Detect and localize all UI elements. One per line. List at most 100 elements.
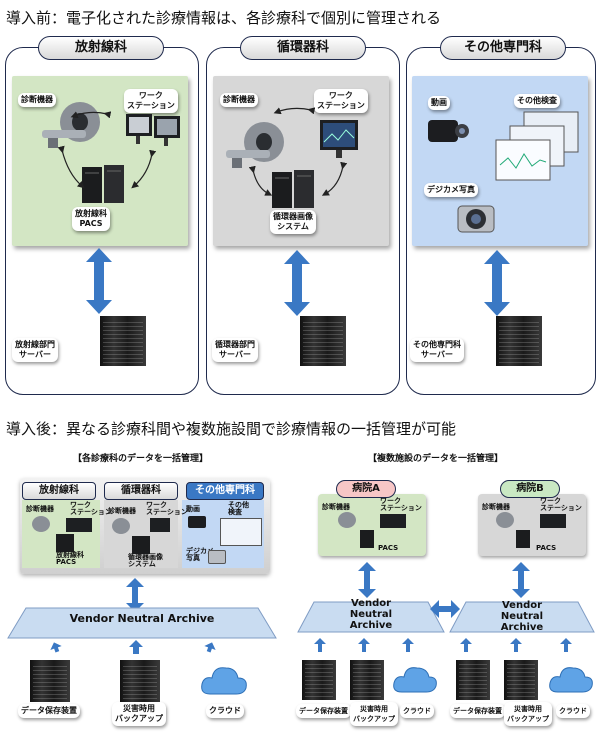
other-sync-arrow (484, 250, 510, 316)
digital-photo-label: デジカメ写真 (424, 183, 478, 197)
cloud-label: クラウド (400, 704, 434, 718)
workstation-icon (126, 114, 180, 146)
mini-monitors-icon (220, 518, 262, 546)
other-server-label: その他専門科 サーバー (410, 338, 464, 362)
before-heading: 導入前：電子化された診療情報は、各診療科で個別に管理される (6, 9, 442, 27)
mini-cardiology-box (104, 500, 178, 568)
hospital-b-title: 病院B (500, 480, 560, 498)
pacs-label: 放射線科 PACS (72, 207, 110, 231)
vna-word: Neutral (500, 611, 544, 622)
right-caption: 【複数施設のデータを一括管理】 (368, 454, 504, 464)
video-camera-icon (428, 120, 469, 142)
workstation-icon (320, 120, 358, 158)
mini-other-exam-label: その他 検査 (228, 501, 249, 516)
radiology-server-label: 放射線部門 サーバー (12, 338, 58, 362)
video-label: 動画 (428, 96, 450, 110)
cardiology-server-rack (300, 316, 346, 366)
backup-label: 災害時用 バックアップ (112, 702, 166, 726)
backup-label: 災害時用 バックアップ (504, 702, 552, 726)
radiology-sync-arrow (86, 248, 112, 314)
mini-workstation-icon (150, 518, 170, 532)
tab-other-specialties: その他専門科 (186, 482, 264, 500)
hospital-a-diag-label: 診断機器 (322, 503, 350, 511)
workstation-label: ワーク ステーション (124, 89, 178, 113)
hospital-a-title: 病院A (336, 480, 396, 498)
cardiology-title: 循環器科 (240, 36, 366, 60)
cloud-label: クラウド (556, 704, 590, 718)
hospital-b-scanner-icon (496, 512, 514, 528)
vna-word: Vendor (501, 600, 543, 611)
backup-rack (350, 660, 384, 700)
vna-word: Archive (500, 622, 544, 633)
mini-server-icon (56, 534, 74, 552)
mini-diag-label: 診断機器 (26, 505, 54, 513)
diagnostic-device-label: 診断機器 (18, 93, 56, 107)
mini-photo-label: デジカメ 写真 (186, 547, 214, 562)
left-vna-arrow (126, 578, 144, 612)
hospital-b-ws-label: ワーク ステーション (540, 497, 582, 512)
hospital-a-vna-arrow (358, 562, 376, 598)
hospital-b-pacs-label: PACS (536, 544, 557, 552)
left-vna-platform (7, 607, 277, 639)
cloud-icon (201, 667, 247, 695)
left-storage-arrows (50, 640, 216, 654)
digital-camera-icon (457, 205, 495, 233)
mini-video-camera-icon (188, 516, 206, 528)
mini-ws-label: ワーク ステーション (146, 501, 188, 516)
cardio-imaging-system-label: 循環器画像 システム (270, 210, 316, 234)
mini-pacs-label: 放射線科 PACS (56, 551, 84, 566)
backup-rack (504, 660, 538, 700)
backup-label: 災害時用 バックアップ (350, 702, 398, 726)
cloud-label: クラウド (206, 704, 244, 718)
hospital-a-vna-platform (297, 601, 445, 633)
ct-scanner-icon (226, 122, 284, 168)
data-storage-label: データ保存装置 (296, 704, 351, 718)
other-server-rack (496, 316, 542, 366)
hospital-a-vna-label: Vendor Neutral Archive (296, 598, 446, 631)
mini-video-label: 動画 (186, 505, 200, 513)
data-storage-rack (302, 660, 336, 700)
inter-facility-arrow (430, 600, 460, 618)
backup-rack (120, 660, 160, 702)
hospital-b-vna-platform (449, 601, 595, 633)
hospital-a-workstation-icon (380, 514, 406, 528)
mini-scanner-icon (32, 516, 50, 532)
exam-monitors-icon (495, 111, 579, 181)
mini-ws-label: ワーク ステーション (70, 501, 112, 516)
other-exam-label: その他検査 (514, 94, 560, 108)
hospital-a-scanner-icon (338, 512, 356, 528)
radiology-cycle-arrows (57, 111, 157, 189)
data-storage-rack (30, 660, 70, 702)
hospital-a-server-icon (360, 530, 374, 548)
mini-scanner-icon (112, 518, 130, 534)
mini-workstation-icon (66, 518, 92, 532)
left-caption: 【各診療科のデータを一括管理】 (73, 454, 209, 464)
cardiology-server-label: 循環器部門 サーバー (212, 338, 258, 362)
mini-camera-icon (208, 550, 226, 564)
data-storage-rack (456, 660, 490, 700)
vna-word: Archive (349, 620, 393, 631)
right-storage-arrows (314, 638, 572, 652)
mini-diag-label: 診断機器 (108, 507, 136, 515)
radiology-title: 放射線科 (38, 36, 164, 60)
hospital-b-workstation-icon (540, 514, 566, 528)
cardio-server-icon (272, 170, 314, 208)
cloud-icon (549, 667, 593, 693)
workstation-label: ワーク ステーション (314, 89, 368, 113)
hospital-b-vna-arrow (512, 562, 530, 598)
vna-word: Vendor (350, 598, 392, 609)
hospital-a-ws-label: ワーク ステーション (380, 497, 422, 512)
hospital-b-server-icon (516, 530, 530, 548)
data-storage-label: データ保存装置 (450, 704, 505, 718)
hospital-b-box (478, 494, 586, 556)
cloud-icon (393, 667, 437, 693)
data-storage-label: データ保存装置 (18, 704, 80, 718)
hospital-a-pacs-label: PACS (378, 544, 399, 552)
radiology-server-rack (100, 316, 146, 366)
diagnostic-device-label: 診断機器 (220, 93, 258, 107)
vna-word: Neutral (349, 609, 393, 620)
cardiology-sync-arrow (284, 250, 310, 316)
left-vna-label: Vendor Neutral Archive (69, 612, 215, 625)
hospital-b-vna-label: Vendor Neutral Archive (448, 600, 596, 633)
cardiology-cycle-arrows (248, 107, 348, 196)
